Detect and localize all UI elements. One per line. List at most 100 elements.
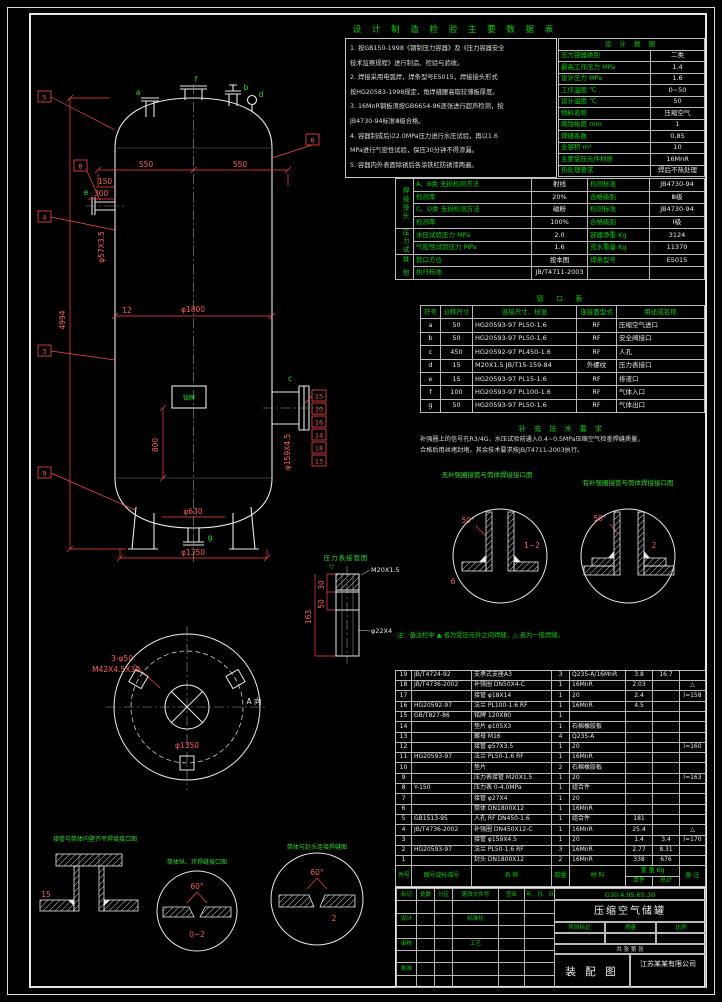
nozzle-row: b 50 HG20593-97 PL50-1.6 RF 安全阀接口 [420, 331, 705, 347]
centerlines [86, 84, 348, 790]
bom-cell-qty: 2 [551, 762, 570, 774]
bom-row: 11 HG20593-97 法兰 PL50-1.6 RF 1 16MnR [395, 752, 706, 764]
design2-cell: 射线 [531, 178, 588, 192]
weld-circle2-title: 有补强圈接管与筒体焊接接口图 [583, 478, 674, 487]
bom-cell-single-weight [625, 731, 653, 743]
bom-cell-single-weight [625, 803, 653, 815]
bom-cell-no: 15 [395, 710, 412, 723]
bom-cell-total-weight [652, 803, 680, 815]
seam-groove-details: 筒体纵、环焊缝坡口图 筒体与封头连接焊缝图 [156, 843, 364, 952]
bom-cell-qty: 1 [551, 772, 570, 785]
nozzle-cell-service: 气体入口 [616, 385, 705, 400]
signature-blank-row [396, 925, 555, 939]
nozzle-table-title: 管 口 表 [536, 295, 588, 303]
gauge-labels: 压力表接管图 ▽ M20X1.5 φ22X4 [324, 553, 400, 635]
design-row-label: 焊缝系数 [558, 130, 651, 143]
main-data-table-title: 设 计 制 造 检 验 主 要 数 据 表 [352, 25, 558, 35]
rev-header: 分区 [434, 887, 453, 902]
dim-s2-2: 2 [332, 914, 337, 923]
nozzle-header: 用途或名称 [616, 304, 705, 320]
nozzle-cell-service: 安全阀接口 [616, 331, 705, 347]
port-f-label: f [195, 75, 198, 84]
note-line: 技术监察规程》进行制造、检验与验收。 [350, 59, 464, 67]
nozzle-schedule-table: 管 口 表 符号 公称尺寸 连接尺寸、标准 连接面型式 用途或名称 a 50 H… [420, 294, 705, 414]
port-letters: a f b d e c g 铭牌 [84, 75, 292, 542]
bom-cell-no: 16 [395, 700, 412, 712]
design-row-label: 物料名称 [558, 107, 651, 120]
bom-row: 19 JB/T4724-92 支承式支座A3 3 Q235-A/16MnR 3.… [395, 669, 706, 682]
nozzle-cell-dn: 450 [440, 345, 473, 360]
dim-bolt-pattern: 3-φ50 [111, 654, 133, 663]
note-line: 5. 容器内外表面除锈后各涂铁红防锈漆两遍。 [350, 161, 478, 169]
design2-row: 其 他 管口方位 按本图 焊条型号 E5015 [395, 253, 705, 280]
dim-s2-60: 60° [310, 868, 324, 877]
bom-cell-material: 石棉橡胶板 [569, 762, 626, 774]
bom-cell-remark [679, 793, 706, 805]
bom-cell-qty: 1 [551, 803, 570, 815]
bom-cell-qty: 1 [551, 834, 570, 846]
dim-300: 300 [94, 189, 109, 198]
bom-cell-remark [679, 813, 706, 826]
design-row-value: 1.6 [649, 72, 706, 85]
design-row-value: 1 [649, 118, 706, 131]
nozzle-cell-face: RF [576, 331, 617, 347]
bom-cell-name: 支承式支座A3 [471, 669, 552, 682]
bom-cell-no: 18 [395, 680, 412, 692]
dim-150: 150 [98, 177, 113, 186]
bom-cell-name: 压力表 0-4.0MPa [471, 783, 552, 795]
nozzle-cell-face: RF [576, 345, 617, 360]
design2-cell: Ⅰ级 [649, 215, 705, 230]
dim-wc1-6: 6 [451, 577, 456, 586]
bom-cell-remark [679, 803, 706, 815]
bom-cell-name: 压力表接管 M20X1.5 [471, 772, 552, 785]
dim-g163: 163 [304, 610, 313, 625]
nozzle-cell-service: 气体出口 [616, 398, 705, 414]
bom-cell-total-weight [652, 813, 680, 826]
bom-cell-no: 14 [395, 721, 412, 733]
port-c-label: c [288, 374, 292, 383]
bom-cell-qty: 1 [551, 710, 570, 723]
nozzle-row: d 15 M20X1.5 JB/T15-159-84 外螺纹 压力表接口 [420, 358, 705, 373]
bom-row: 16 HG20592-97 法兰 PL100-1.6 RF 1 16MnR 4.… [395, 700, 706, 712]
bom-cell-qty: 1 [551, 783, 570, 795]
bom-cell-material: 16MnR [569, 803, 626, 815]
nozzle-row: c 450 HG20592-97 PL450-1.6 RF 人孔 [420, 345, 705, 360]
rev-header: 处数 [416, 887, 435, 902]
weld-detail-circles: 无补强圈接管与筒体焊接接口图 有补强圈接管与筒体焊接接口图 [442, 470, 676, 604]
bom-cell-no: 12 [395, 741, 412, 754]
nozzle-cell-standard: M20X1.5 JB/T15-159-84 [472, 358, 577, 373]
bom-row: 15 GB/T827-86 铭牌 120X80 1 [395, 710, 706, 723]
dim-anchor-bolt: M42X4.5X30 [92, 665, 140, 674]
nameplate-label: 铭牌 [183, 394, 195, 402]
nozzle-cell-standard: HG20593-97 PL15-1.6 [472, 371, 577, 387]
design2-row: 执行标准 JB/T4711-2003 [396, 266, 705, 280]
bom-cell-single-weight [625, 710, 653, 723]
bom-cell-material: 20 [569, 793, 626, 805]
nozzle-cell-service: 压缩空气进口 [616, 318, 705, 333]
nozzle-cell-dn: 100 [440, 385, 473, 400]
bom-cell-single-weight: 2.4 [625, 690, 653, 702]
bom-header-weight: 重 量 Kg [625, 865, 680, 877]
rev-header: 签名 [498, 887, 525, 902]
nozzle-cell-standard: HG20593-97 PL50-1.6 [472, 398, 577, 414]
nozzle-header: 连接面型式 [576, 304, 617, 320]
bom-header-row-1: 件号 图号或标准号 名 称 数量 材 料 重 量 Kg 备 注 [395, 865, 706, 887]
bom-cell-no: 9 [395, 772, 412, 785]
design2-cell: 2.0 [531, 228, 588, 242]
signature-row: 设计 标准化 [396, 912, 555, 927]
title-block: 标记 处数 分区 更改文件号 签名 年、月、日 设计 标准化 [395, 887, 706, 989]
nozzle-cell-face: RF [576, 371, 617, 387]
nozzle-header: 连接尺寸、标准 [472, 304, 577, 320]
bom-row: 5 GB1513-95 人孔 RF DN450-1.6 1 组合件 181 [395, 813, 706, 826]
nozzle-cell-dn: 15 [440, 371, 473, 387]
nozzle-row: g 50 HG20593-97 PL50-1.6 RF 气体出口 [420, 398, 705, 414]
bom-cell-remark [679, 710, 706, 723]
revision-header-row: 标记 处数 分区 更改文件号 签名 年、月、日 [396, 887, 555, 902]
bom-cell-remark [679, 700, 706, 712]
field-stage-label: 阶段标记 [554, 922, 605, 933]
bom-cell-no: 1 [395, 855, 412, 867]
supplementary-line: 合格后用丝堵封堵。其余技术要求按JB/T4711-2003执行。 [420, 447, 584, 454]
bom-cell-name: 法兰 PL100-1.6 RF [471, 700, 552, 712]
bom-cell-material: 20 [569, 690, 626, 702]
sheet-outer-frame [7, 7, 715, 995]
